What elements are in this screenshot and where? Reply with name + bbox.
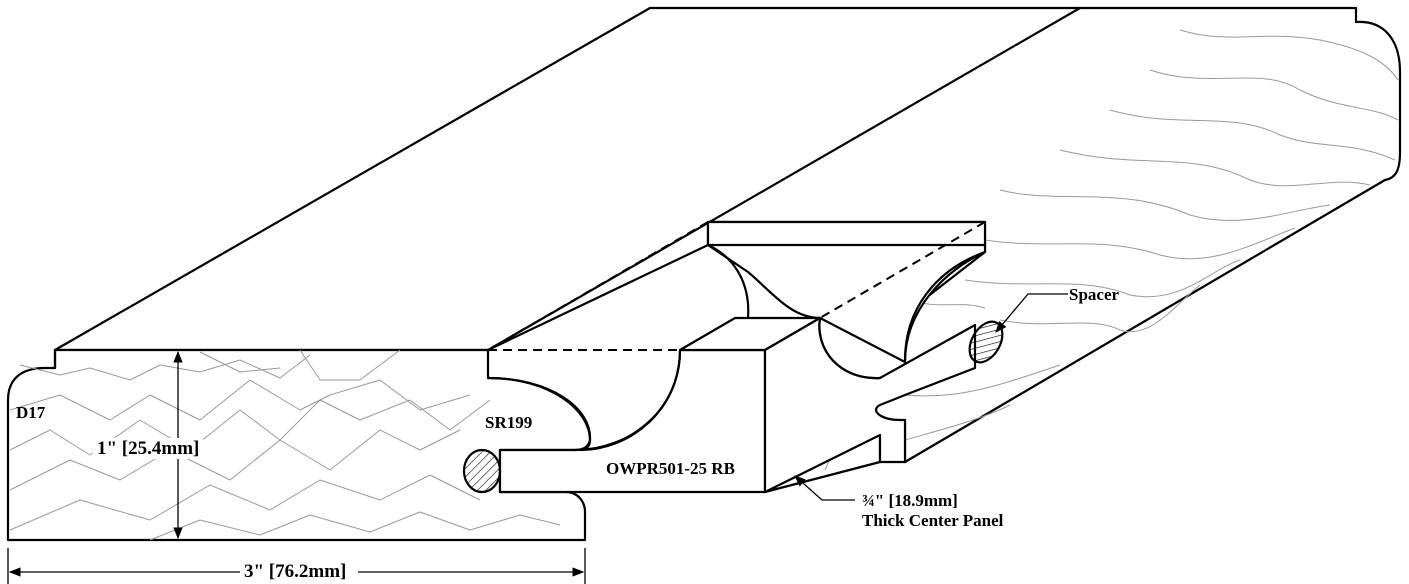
- spacer-label: Spacer: [1069, 285, 1120, 304]
- front-face: [6, 348, 592, 542]
- spacer-leader: [995, 293, 1068, 333]
- panel-tongue: [498, 316, 977, 494]
- hidden-line-far: [819, 221, 986, 319]
- panel-thickness-leader: [794, 475, 855, 501]
- panel-thickness-label-line1: ¾" [18.9mm]: [862, 491, 958, 510]
- hidden-line-back: [487, 221, 709, 351]
- far-groove: [706, 220, 987, 364]
- panel-cutter-label: OWPR501-25 RB: [606, 459, 735, 478]
- panel-thickness-label-line2: Thick Center Panel: [862, 511, 1004, 530]
- thickness-label: 1" [25.4mm]: [93, 438, 204, 459]
- spacer-front: [462, 448, 502, 494]
- front-cove: [486, 376, 592, 452]
- front-face-grain: [9, 349, 561, 541]
- width-label: 3" [76.2mm]: [244, 561, 347, 582]
- width-dimension: [7, 548, 586, 584]
- stile-cutter-label: SR199: [485, 413, 533, 432]
- profile-label: D17: [16, 403, 46, 422]
